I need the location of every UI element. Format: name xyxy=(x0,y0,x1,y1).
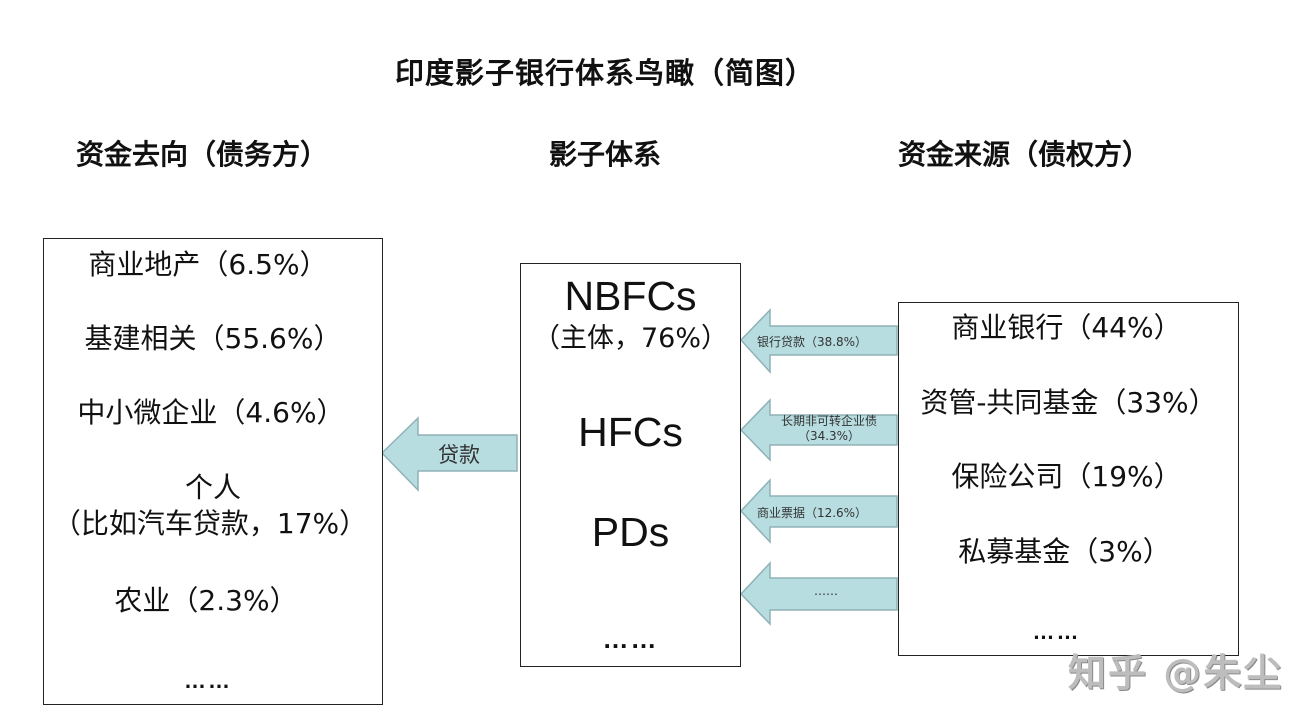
destinations-box: 商业地产（6.5%） 基建相关（55.6%） 中小微企业（4.6%） 个人 （比… xyxy=(43,238,383,705)
destination-more: …… xyxy=(184,668,232,693)
destination-commercial-real-estate: 商业地产（6.5%） xyxy=(88,248,328,281)
entity-nbfcs-note: （主体，76%） xyxy=(532,323,728,354)
entity-hfcs: HFCs xyxy=(578,409,683,455)
inflow-arrow-other xyxy=(739,561,898,626)
entity-nbfcs: NBFCs xyxy=(564,273,697,319)
destination-infrastructure: 基建相关（55.6%） xyxy=(84,322,342,355)
destination-agriculture: 农业（2.3%） xyxy=(114,584,298,617)
commercial-paper-label: 商业票据（12.6%） xyxy=(756,506,868,520)
corporate-bonds-share-label: （34.3%） xyxy=(797,429,861,443)
bank-loans-label: 银行贷款（38.8%） xyxy=(756,335,868,349)
inflow-arrow-bank-loans xyxy=(739,308,898,374)
outflow-arrow-label: 贷款 xyxy=(438,443,480,467)
column-header-debtors: 资金去向（债务方） xyxy=(76,138,329,171)
watermark: 知乎 @朱尘 xyxy=(1068,651,1284,695)
sources-box: 商业银行（44%） 资管-共同基金（33%） 保险公司（19%） 私募基金（3%… xyxy=(898,302,1239,656)
destination-individuals-note: （比如汽车贷款，17%） xyxy=(52,507,368,540)
corporate-bonds-label: 长期非可转企业债 xyxy=(780,414,877,428)
destination-individuals: 个人 xyxy=(184,471,241,504)
entity-pds: PDs xyxy=(591,509,670,555)
source-private-equity: 私募基金（3%） xyxy=(958,535,1171,568)
source-more: …… xyxy=(1032,619,1081,644)
inflow-arrow-commercial-paper xyxy=(739,478,898,544)
shadow-system-box: NBFCs （主体，76%） HFCs PDs …… xyxy=(520,263,741,667)
column-header-shadow-system: 影子体系 xyxy=(549,138,662,171)
destination-msme: 中小微企业（4.6%） xyxy=(77,396,345,429)
source-commercial-banks: 商业银行（44%） xyxy=(951,311,1182,344)
entity-more: …… xyxy=(602,624,659,654)
source-insurance: 保险公司（19%） xyxy=(951,460,1182,493)
outflow-arrow xyxy=(380,416,518,492)
column-header-creditors: 资金来源（债权方） xyxy=(898,138,1151,171)
diagram-title: 印度影子银行体系鸟瞰（简图） xyxy=(394,56,815,90)
source-mutual-funds: 资管-共同基金（33%） xyxy=(920,386,1217,419)
other-sources-label: …… xyxy=(814,584,838,598)
inflow-arrow-corporate-bonds xyxy=(739,398,898,462)
